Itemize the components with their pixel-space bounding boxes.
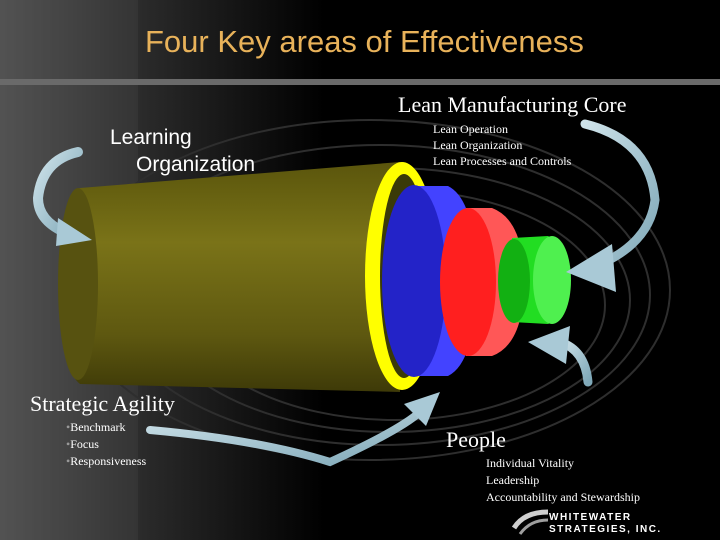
list-item: •Benchmark	[66, 420, 126, 434]
green-core	[498, 239, 530, 323]
lean-core-item: Lean Organization	[433, 138, 523, 152]
list-item: •Responsiveness	[66, 454, 147, 468]
learning-label-line1: Learning	[110, 126, 192, 149]
title-rule	[0, 79, 720, 85]
arrow-people	[528, 326, 593, 387]
arrow-strategic-agility	[146, 392, 440, 467]
strategic-agility-list: •Benchmark •Focus •Responsiveness	[66, 419, 146, 470]
arrow-learning	[32, 147, 92, 246]
people-item: Leadership	[486, 473, 540, 487]
cylinder-back-end	[58, 188, 98, 380]
lean-core-item: Lean Processes and Controls	[433, 154, 572, 168]
lean-core-list: Lean Operation Lean Organization Lean Pr…	[433, 121, 571, 169]
whitewater-logo-text: WHITEWATER STRATEGIES, INC.	[549, 512, 662, 535]
strategic-agility-heading: Strategic Agility	[30, 391, 175, 416]
red-ring	[440, 208, 496, 356]
lean-core-heading: Lean Manufacturing Core	[398, 92, 627, 117]
people-list: Individual Vitality Leadership Accountab…	[486, 455, 640, 506]
people-item: Accountability and Stewardship	[486, 490, 640, 504]
green-core-face	[533, 236, 571, 324]
blue-ring	[382, 185, 446, 377]
people-item: Individual Vitality	[486, 456, 575, 470]
slide-title: Four Key areas of Effectiveness	[145, 24, 584, 59]
whitewater-logo-mark	[511, 509, 549, 535]
list-item: •Focus	[66, 437, 99, 451]
cylinder-body	[60, 162, 400, 392]
lean-core-item: Lean Operation	[433, 122, 508, 136]
learning-organization-label: Learning Organization	[110, 124, 255, 178]
learning-label-line2: Organization	[136, 153, 256, 176]
people-heading: People	[446, 427, 506, 452]
arrow-lean-core	[566, 119, 660, 292]
